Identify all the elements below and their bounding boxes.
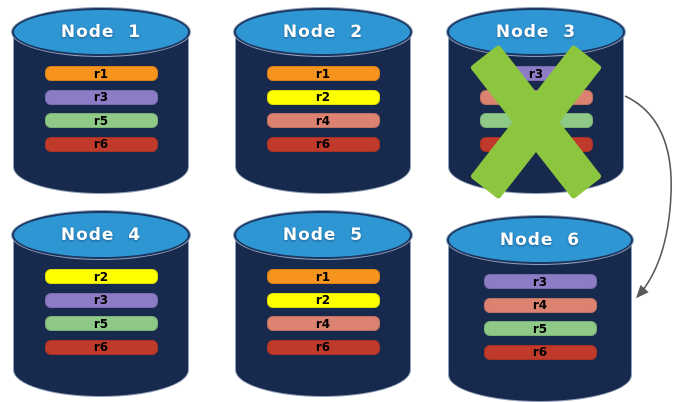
replica-bar: r5 xyxy=(44,113,158,128)
node-title: Node 1 xyxy=(60,22,142,42)
replica-bar: r4 xyxy=(266,316,380,331)
db-cylinder-top: Node 3 xyxy=(447,8,625,56)
node-5: Node 5 r1 r2 r4 r6 xyxy=(234,211,412,397)
replica-bar: r2 xyxy=(44,269,158,284)
replica-list: r1 r2 r4 r6 xyxy=(234,66,412,152)
replica-bar: r3 xyxy=(483,274,597,289)
node-1: Node 1 r1 r3 r5 r6 xyxy=(12,8,190,194)
node-title: Node 4 xyxy=(60,225,142,245)
replica-bar: r1 xyxy=(44,66,158,81)
replica-bar: r2 xyxy=(266,89,380,105)
replica-bar: r6 xyxy=(44,339,158,355)
node-2: Node 2 r1 r2 r4 r6 xyxy=(234,8,412,194)
replica-list: r1 r3 r5 r6 xyxy=(12,66,190,152)
replica-bar: r2 xyxy=(266,292,380,308)
node-title: Node 6 xyxy=(499,230,581,250)
db-cylinder-top: Node 5 xyxy=(234,211,412,259)
node-3: Node 3 r3 xyxy=(447,8,625,200)
replica-list: r3 r4 r5 r6 xyxy=(447,274,633,360)
replica-bar: r3 xyxy=(44,89,158,105)
replica-bar: r1 xyxy=(266,66,380,81)
replica-bar: r5 xyxy=(483,321,597,336)
replica-list: r2 r3 r5 r6 xyxy=(12,269,190,355)
node-title: Node 2 xyxy=(282,22,364,42)
db-cylinder-top: Node 2 xyxy=(234,8,412,56)
db-cylinder-top: Node 1 xyxy=(12,8,190,56)
replica-bar: r6 xyxy=(266,339,380,355)
db-cylinder-top: Node 6 xyxy=(447,216,633,264)
replica-bar: r6 xyxy=(483,344,597,360)
replica-list: r1 r2 r4 r6 xyxy=(234,269,412,355)
node-title: Node 5 xyxy=(282,225,364,245)
replica-bar: r1 xyxy=(266,269,380,284)
replica-bar: r5 xyxy=(44,316,158,331)
replica-bar: r4 xyxy=(266,113,380,128)
node-6: Node 6 r3 r4 r5 r6 xyxy=(447,216,633,402)
node-4: Node 4 r2 r3 r5 r6 xyxy=(12,211,190,397)
replica-bar: r6 xyxy=(44,136,158,152)
failure-x-icon xyxy=(469,43,603,200)
replica-bar: r6 xyxy=(266,136,380,152)
db-cylinder-top: Node 4 xyxy=(12,211,190,259)
replica-bar: r3 xyxy=(44,292,158,308)
replica-bar: r4 xyxy=(483,297,597,313)
node-title: Node 3 xyxy=(495,22,577,42)
